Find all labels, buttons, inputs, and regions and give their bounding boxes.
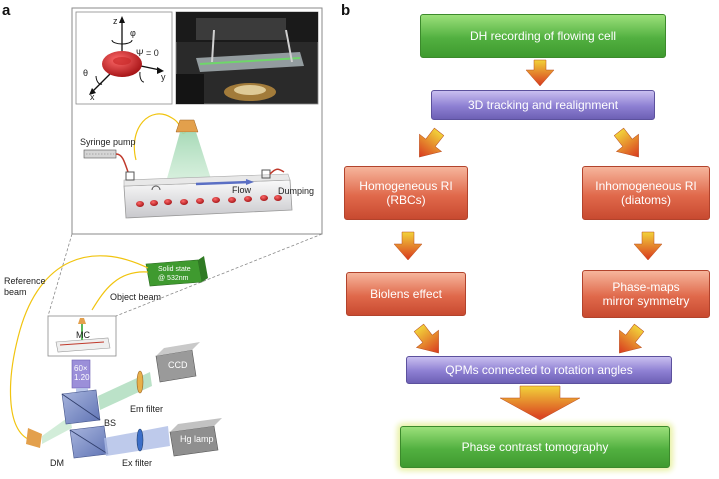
mc-label: MC	[76, 330, 90, 340]
em-filter-label: Em filter	[130, 404, 164, 414]
axis-x-label: x	[90, 92, 95, 102]
axis-z-label: z	[113, 16, 118, 26]
reference-beam-label: Reference beam	[4, 276, 46, 297]
arrow-phase-to-qpms	[619, 323, 645, 354]
arrow-inhomog-to-phase	[633, 231, 663, 261]
box-biolens-effect: Biolens effect	[346, 272, 466, 316]
flowchart-arrows	[393, 59, 663, 421]
arrow-dh-to-tracking	[525, 59, 555, 87]
panel-a-letter: a	[2, 2, 11, 19]
dm-label: DM	[50, 458, 64, 468]
box-inhomogeneous-ri: Inhomogeneous RI (diatoms)	[582, 166, 710, 220]
object-beam-label: Object beam	[110, 292, 162, 302]
axis-theta-label: θ	[83, 68, 89, 78]
em-filter-lens	[136, 370, 144, 394]
box-homogeneous-ri: Homogeneous RI (RBCs)	[344, 166, 468, 220]
laser-label: Solid state @ 532nm	[158, 266, 191, 282]
box-qpms: QPMs connected to rotation angles	[406, 356, 672, 384]
syringe-pump-label: Syringe pump	[80, 137, 136, 147]
channel-cells	[136, 195, 282, 207]
arrow-qpms-to-tomography	[499, 385, 581, 421]
ccd-label: CCD	[168, 360, 188, 370]
arrow-homog-to-biolens	[393, 231, 423, 261]
hg-lamp-label: Hg lamp	[180, 434, 214, 444]
illumination-beam	[166, 132, 212, 182]
flow-label: Flow	[232, 185, 252, 195]
box-tracking: 3D tracking and realignment	[431, 90, 655, 120]
box-phase-contrast-tomography: Phase contrast tomography	[400, 426, 670, 468]
arrow-tracking-to-homog	[419, 127, 445, 158]
arrow-biolens-to-qpms	[413, 323, 439, 354]
axis-psi-label: Ψ = 0	[136, 48, 159, 58]
object-beam-fiber	[91, 271, 149, 311]
ex-filter-label: Ex filter	[122, 458, 153, 468]
axis-phi-label: φ	[130, 28, 136, 38]
bs-label: BS	[104, 418, 117, 428]
objective-label: 60× 1.20	[74, 364, 90, 382]
box-dh-recording: DH recording of flowing cell	[420, 14, 666, 58]
box-phase-maps: Phase-maps mirror symmetry	[582, 270, 710, 318]
reference-beam-fiber	[9, 255, 149, 441]
arrow-tracking-to-inhomog	[613, 127, 639, 158]
panel-b-letter: b	[341, 2, 351, 19]
ex-filter-lens	[136, 428, 144, 452]
setup-schematic	[9, 7, 323, 459]
dumping-label: Dumping	[278, 186, 315, 196]
axis-y-label: y	[161, 72, 166, 82]
